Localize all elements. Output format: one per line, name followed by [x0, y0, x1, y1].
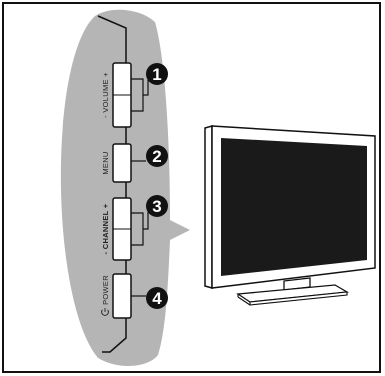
- callout-3-circle: [146, 195, 168, 217]
- menu-button: [112, 143, 132, 183]
- power-label: POWER: [101, 275, 110, 305]
- tv-side-edge: [97, 15, 127, 353]
- callout-4-circle: [146, 287, 168, 309]
- callout-2-number: 2: [152, 147, 161, 166]
- callout-2-circle: [146, 145, 168, 167]
- menu-label: MENU: [101, 151, 110, 174]
- callout-3-bracket: [131, 212, 149, 246]
- tv-bezel-side: [204, 125, 213, 289]
- callout-1-circle: [146, 63, 168, 85]
- tv-illustration: [204, 125, 376, 306]
- callout-1-number: 1: [152, 65, 161, 84]
- callout-3-number: 3: [152, 197, 161, 216]
- power-icon: [101, 308, 109, 316]
- tv-stand-base-front: [249, 291, 348, 306]
- tv-screen: [221, 138, 367, 276]
- callout-1-bracket: [131, 78, 149, 112]
- callout-4-number: 4: [152, 289, 162, 308]
- volume-label: - VOLUME +: [101, 72, 110, 118]
- tv-stand-base-left-bottom: [237, 296, 251, 306]
- channel-label: - CHANNEL +: [101, 203, 110, 254]
- power-button: [112, 273, 132, 319]
